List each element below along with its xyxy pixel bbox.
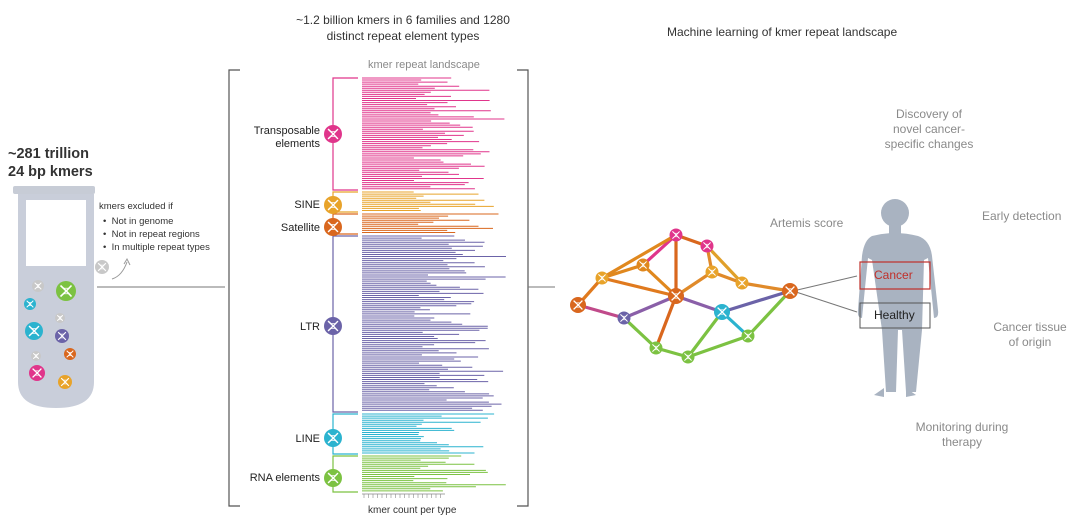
dna-icon (700, 239, 714, 253)
kmers-summary-text: ~1.2 billion kmers in 6 families and 128… (296, 13, 510, 43)
kmer-bars (362, 77, 506, 492)
excluded-item: • Not in repeat regions (103, 229, 200, 240)
dna-icon (55, 313, 65, 323)
dna-icon (741, 329, 755, 343)
excluded-title: kmers excluded if (99, 201, 173, 212)
dna-icon (324, 429, 342, 447)
family-label-satellite: Satellite (280, 222, 320, 234)
count-axis (362, 493, 445, 498)
network-edge (622, 294, 678, 320)
dna-icon (56, 281, 76, 301)
dna-icon (64, 348, 76, 360)
network-edge (686, 310, 724, 359)
dna-icon (25, 322, 43, 340)
excluded-item: • Not in genome (103, 216, 174, 227)
dna-icon (735, 276, 749, 290)
kmer-count-label: ~281 trillion 24 bp kmers (8, 145, 93, 181)
discovery-label: Discovery of novel cancer-specific chang… (884, 107, 974, 151)
tissue-origin-label: Cancer tissue of origin (993, 320, 1067, 349)
dna-icon (32, 280, 44, 292)
dna-icon (324, 469, 342, 487)
network-edge (654, 294, 678, 350)
network-edge (674, 294, 724, 314)
early-detection-label: Early detection (982, 209, 1062, 223)
network-edge (622, 316, 658, 350)
excluded-item: • In multiple repeat types (103, 242, 210, 253)
network-edge (600, 233, 678, 280)
left-bracket (228, 69, 240, 507)
dna-icon (31, 351, 41, 361)
dna-icon (24, 298, 36, 310)
dna-icon (324, 196, 342, 214)
dna-icon (95, 260, 109, 274)
dna-icon (714, 304, 730, 320)
artemis-score-label: Artemis score (770, 216, 844, 230)
network-edge (705, 244, 744, 285)
cancer-box (859, 261, 931, 290)
network-edge (600, 276, 678, 298)
right-bracket (517, 69, 529, 507)
monitoring-label: Monitoring during therapy (915, 420, 1009, 449)
dna-icon (595, 271, 609, 285)
dna-icon (324, 317, 342, 335)
healthy-box (859, 302, 931, 329)
human-figure-icon (857, 199, 939, 397)
count-line1: ~281 trillion (8, 146, 89, 162)
family-label-transposable: Transposable elements (253, 125, 320, 150)
dna-icon (324, 218, 342, 236)
dna-icon (570, 297, 586, 313)
network-edge (746, 289, 792, 338)
network-edge (686, 334, 750, 359)
sample-tube (13, 186, 95, 408)
network-edge (720, 289, 792, 314)
family-label-rna: RNA elements (249, 472, 320, 484)
dna-icon (636, 258, 650, 272)
cancer-label: Cancer (874, 268, 913, 282)
network-edge (740, 281, 792, 293)
family-label-sine: SINE (294, 199, 320, 211)
ml-title: Machine learning of kmer repeat landscap… (667, 25, 898, 39)
dna-icon (705, 265, 719, 279)
landscape-title: kmer repeat landscape (368, 59, 480, 71)
healthy-label: Healthy (874, 308, 915, 322)
dna-icon (649, 341, 663, 355)
dna-icon (782, 283, 798, 299)
dna-icon (617, 311, 631, 325)
dna-icon (29, 365, 45, 381)
excluded-list: kmers excluded if • Not in genome • Not … (99, 200, 229, 254)
dna-icon (324, 125, 342, 143)
dna-icon (681, 350, 695, 364)
family-label-ltr: LTR (300, 321, 320, 333)
dna-icon (669, 228, 683, 242)
curved-arrow (111, 261, 128, 280)
axis-label: kmer count per type (368, 505, 457, 516)
count-line2: 24 bp kmers (8, 164, 93, 180)
dna-icon (58, 375, 72, 389)
family-label-line: LINE (295, 433, 320, 445)
dna-icon (55, 329, 69, 343)
dna-icon (668, 288, 684, 304)
